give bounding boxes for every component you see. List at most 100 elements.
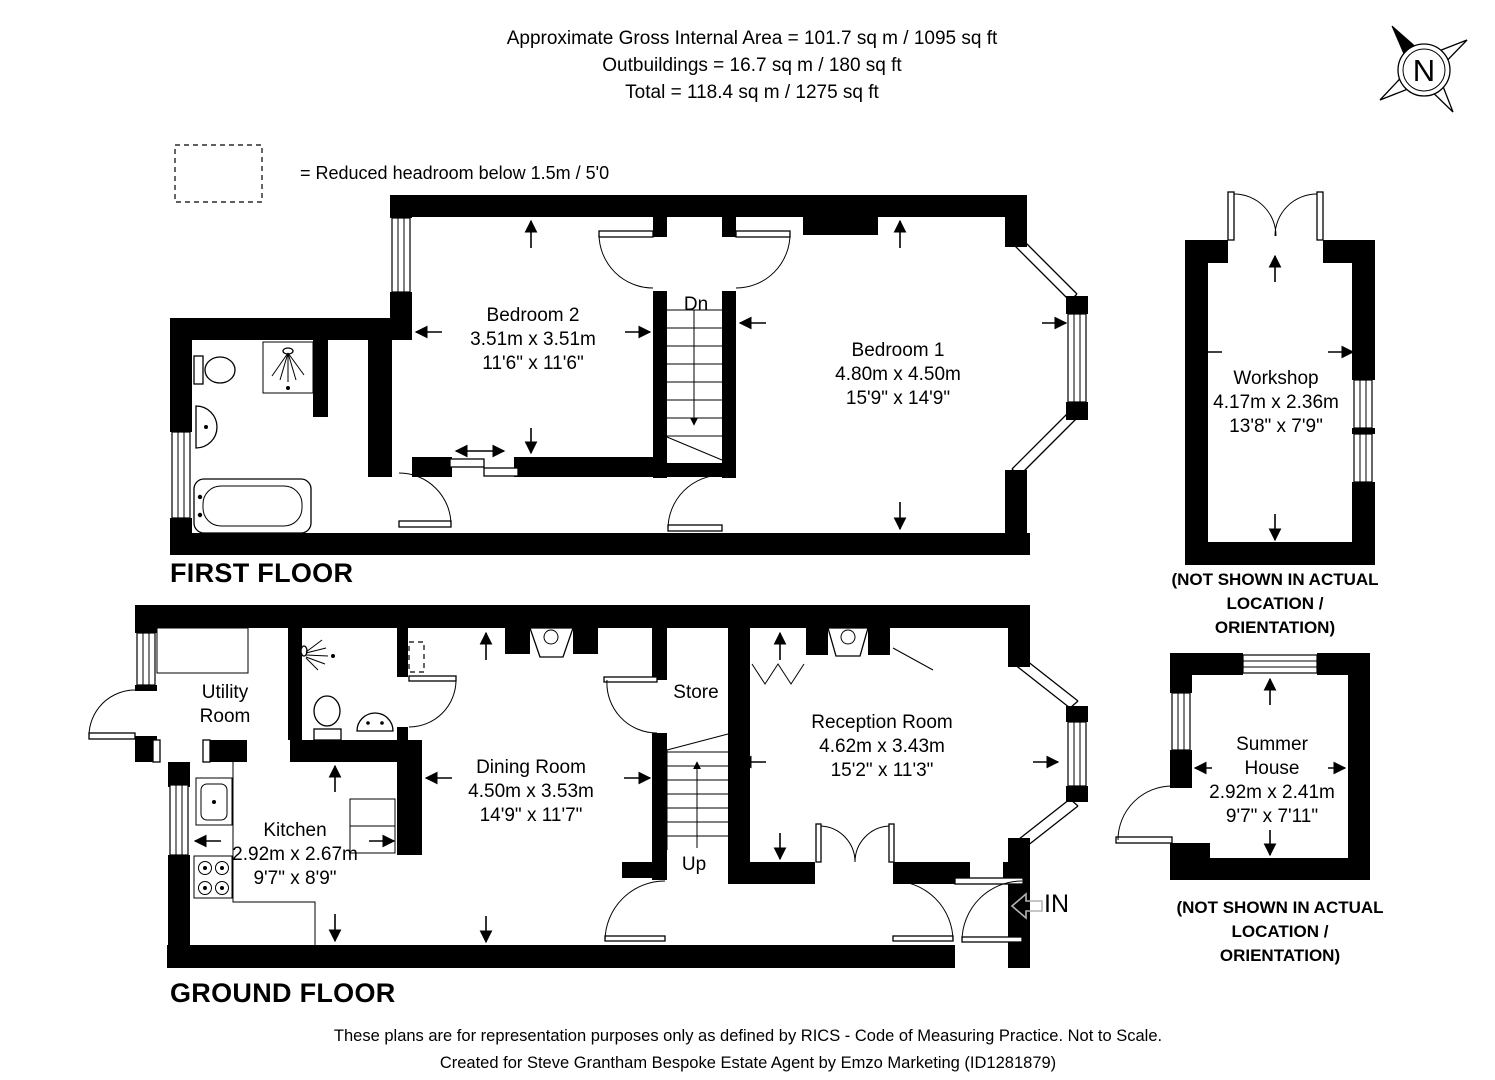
workshop-caption: (NOT SHOWN IN ACTUAL LOCATION / ORIENTAT… xyxy=(1171,570,1379,637)
entrance-in-label: IN xyxy=(1044,890,1069,918)
first-floor-windows xyxy=(171,217,1087,519)
summer-house-dimension-arrows xyxy=(1193,677,1347,857)
door-landing-right xyxy=(735,230,791,289)
room-label-kitchen-metric: 2.92m x 2.67m xyxy=(232,844,358,865)
window xyxy=(136,632,156,686)
door-bathroom xyxy=(398,472,452,528)
utility-counter xyxy=(156,627,249,674)
first-floor-walls xyxy=(170,195,1088,555)
footer-disclaimer: These plans are for representation purpo… xyxy=(333,1027,1163,1045)
footer-credit: Created for Steve Grantham Bespoke Estat… xyxy=(439,1054,1057,1072)
summer-house-windows xyxy=(1171,654,1318,751)
workshop-walls xyxy=(1185,240,1375,565)
summer-house-plan xyxy=(1115,653,1370,880)
room-label-kitchen-imperial: 9'7" x 8'9" xyxy=(253,868,337,889)
toilet-icon xyxy=(313,695,342,741)
summer-house-walls xyxy=(1170,653,1370,880)
staircase-down xyxy=(666,309,723,461)
room-label-kitchen-name: Kitchen xyxy=(263,820,327,841)
room-label-dining-name: Dining Room xyxy=(476,757,586,778)
shower-icon xyxy=(262,341,314,394)
window xyxy=(169,784,189,856)
hob-icon xyxy=(193,855,233,899)
front-door xyxy=(954,877,1024,943)
room-label-bedroom1-name: Bedroom 1 xyxy=(851,340,945,361)
bay-window xyxy=(1011,235,1087,477)
summer-house-caption: (NOT SHOWN IN ACTUAL LOCATION / ORIENTAT… xyxy=(1176,898,1384,965)
header-outbuildings: Outbuildings = 16.7 sq m / 180 sq ft xyxy=(602,55,902,76)
legend-reduced-headroom-box xyxy=(174,144,263,203)
door-porch-inner xyxy=(892,880,954,942)
kitchen-sink-icon xyxy=(195,777,233,826)
bay-window xyxy=(1013,656,1087,851)
reduced-headroom-area xyxy=(408,641,425,673)
room-label-bedroom2-imperial: 11'6" x 11'6" xyxy=(482,353,584,374)
ground-floor-plan xyxy=(88,605,1088,968)
legend-reduced-headroom-label: = Reduced headroom below 1.5m / 5'0 xyxy=(300,163,610,183)
door-wc xyxy=(408,675,457,728)
entrance-arrow-icon xyxy=(1010,892,1043,920)
room-label-utility: Utility Room xyxy=(199,682,251,727)
room-label-workshop-name: Workshop xyxy=(1233,368,1319,389)
workshop-windows xyxy=(1353,379,1373,483)
door-stairs-bottom xyxy=(667,474,723,532)
door-landing-left xyxy=(598,230,654,289)
toilet-icon xyxy=(193,355,236,385)
stairs-down-label: Dn xyxy=(683,294,709,315)
room-label-dining-imperial: 14'9" x 11'7" xyxy=(479,805,583,826)
ground-floor-doors xyxy=(88,647,1024,943)
stairs-up-label: Up xyxy=(681,854,707,875)
cupboard xyxy=(349,798,396,854)
room-label-bedroom1-imperial: 15'9" x 14'9" xyxy=(845,388,951,409)
room-label-store: Store xyxy=(673,682,719,703)
kitchen-counter xyxy=(232,762,316,945)
window xyxy=(1242,654,1318,674)
room-label-bedroom1-metric: 4.80m x 4.50m xyxy=(835,364,961,385)
door-store xyxy=(603,676,658,734)
window xyxy=(1171,692,1191,751)
fireplace-reception-icon xyxy=(827,627,869,657)
room-label-summer-house-name: Summer House xyxy=(1236,734,1308,779)
room-label-workshop-metric: 4.17m x 2.36m xyxy=(1213,392,1339,413)
compass-rose-icon xyxy=(1379,25,1468,113)
door-reception-slant xyxy=(892,647,934,671)
summer-house-door xyxy=(1115,785,1173,844)
first-floor-doors xyxy=(398,230,791,532)
ground-floor-windows xyxy=(136,632,1087,856)
bathtub-icon xyxy=(193,478,312,534)
first-floor-plan xyxy=(170,195,1088,555)
room-label-reception-metric: 4.62m x 3.43m xyxy=(819,736,945,757)
first-floor-dimension-arrows xyxy=(414,219,1068,531)
doorway-utility-kitchen xyxy=(152,739,211,763)
ground-floor-walls xyxy=(135,605,1088,968)
staircase-up xyxy=(666,733,729,850)
bathroom-fixtures xyxy=(193,341,314,534)
header-gross-internal-area: Approximate Gross Internal Area = 101.7 … xyxy=(506,28,998,49)
window xyxy=(171,431,191,519)
room-label-bedroom2-name: Bedroom 2 xyxy=(486,305,580,326)
bifold-door-reception xyxy=(751,663,805,685)
workshop-dimension-arrows xyxy=(1194,254,1355,542)
workshop-plan xyxy=(1185,191,1375,565)
room-label-summer-house-imperial: 9'7" x 7'11" xyxy=(1225,806,1319,827)
ground-floor-title: GROUND FLOOR xyxy=(170,978,396,1008)
header-total: Total = 118.4 sq m / 1275 sq ft xyxy=(625,82,879,103)
fireplace-dining-icon xyxy=(529,627,574,658)
door-utility-exterior xyxy=(88,689,136,740)
room-label-bedroom2-metric: 3.51m x 3.51m xyxy=(470,329,596,350)
ground-floor-dimension-arrows xyxy=(193,631,1060,944)
door-hall xyxy=(604,880,666,942)
window xyxy=(391,217,411,293)
sliding-door-bedroom2 xyxy=(449,444,519,477)
room-label-dining-metric: 4.50m x 3.53m xyxy=(468,781,594,802)
room-label-summer-house-metric: 2.92m x 2.41m xyxy=(1209,782,1335,803)
sink-icon xyxy=(356,712,394,732)
compass-north-label: N xyxy=(1413,53,1435,88)
window xyxy=(1353,433,1373,483)
room-label-workshop-imperial: 13'8" x 7'9" xyxy=(1229,416,1323,437)
ground-floor-fixtures xyxy=(156,627,1043,945)
sink-icon xyxy=(195,405,218,449)
double-doors-reception xyxy=(815,823,895,863)
